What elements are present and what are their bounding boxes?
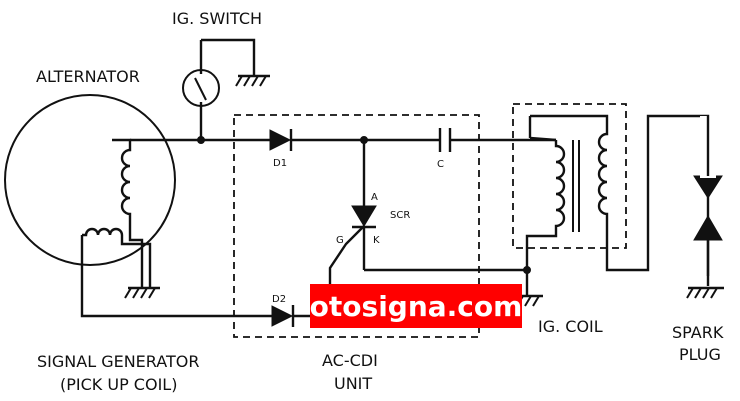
- ig-switch-label: IG. SWITCH: [172, 9, 262, 28]
- spark-plug-ground-icon: [686, 286, 724, 299]
- junction-dot: [197, 136, 205, 144]
- watermark: otosigna.com: [310, 284, 523, 328]
- alternator-coil: [112, 138, 132, 226]
- alternator-housing: [4, 94, 176, 266]
- signal-generator-label: SIGNAL GENERATOR: [37, 352, 199, 371]
- ig-switch-ground-icon: [235, 74, 270, 87]
- ig-switch: [182, 38, 270, 144]
- pickup-coil-winding: [82, 227, 152, 288]
- ig-switch-lever: [194, 77, 207, 101]
- pickup-coil-label: (PICK UP COIL): [60, 375, 177, 394]
- watermark-text: otosigna.com: [310, 290, 523, 323]
- alternator-ground-icon: [124, 286, 160, 299]
- cdi-unit-label-2: UNIT: [334, 374, 372, 393]
- watermark-background: [310, 284, 522, 328]
- spark-plug-label: SPARK: [672, 323, 724, 342]
- anode-label: A: [371, 192, 378, 203]
- capacitor-label: C: [437, 159, 444, 170]
- ig-coil-box: [512, 103, 627, 249]
- ig-coil: [525, 114, 710, 296]
- scr-label: SCR: [390, 210, 410, 221]
- junction-dot: [523, 266, 531, 274]
- ig-coil-primary: [525, 140, 566, 296]
- cdi-unit-box: [233, 114, 480, 338]
- pickup-signal-wire: [80, 235, 272, 318]
- alternator-label: ALTERNATOR: [36, 67, 140, 86]
- spark-plug-label-2: PLUG: [679, 345, 721, 364]
- cdi-unit-label: AC-CDI: [322, 351, 378, 370]
- d1-label: D1: [273, 158, 287, 169]
- capacitor-c: [438, 128, 556, 152]
- alternator-ground-wire: [128, 226, 144, 288]
- cathode-label: K: [373, 235, 380, 246]
- gate-label: G: [336, 235, 344, 246]
- d2-label: D2: [272, 294, 286, 305]
- pickup-coil: [80, 227, 272, 318]
- ig-coil-label: IG. COIL: [538, 317, 603, 336]
- ig-switch-ground-wire: [201, 38, 256, 76]
- alternator: [4, 94, 240, 299]
- spark-plug: [693, 175, 723, 286]
- ig-coil-secondary: [530, 114, 710, 276]
- spark-plug-electrode-bottom: [693, 215, 723, 241]
- spark-plug-electrode-top: [693, 175, 723, 199]
- scr-thyristor: [328, 140, 527, 316]
- diode-d1: [240, 129, 440, 151]
